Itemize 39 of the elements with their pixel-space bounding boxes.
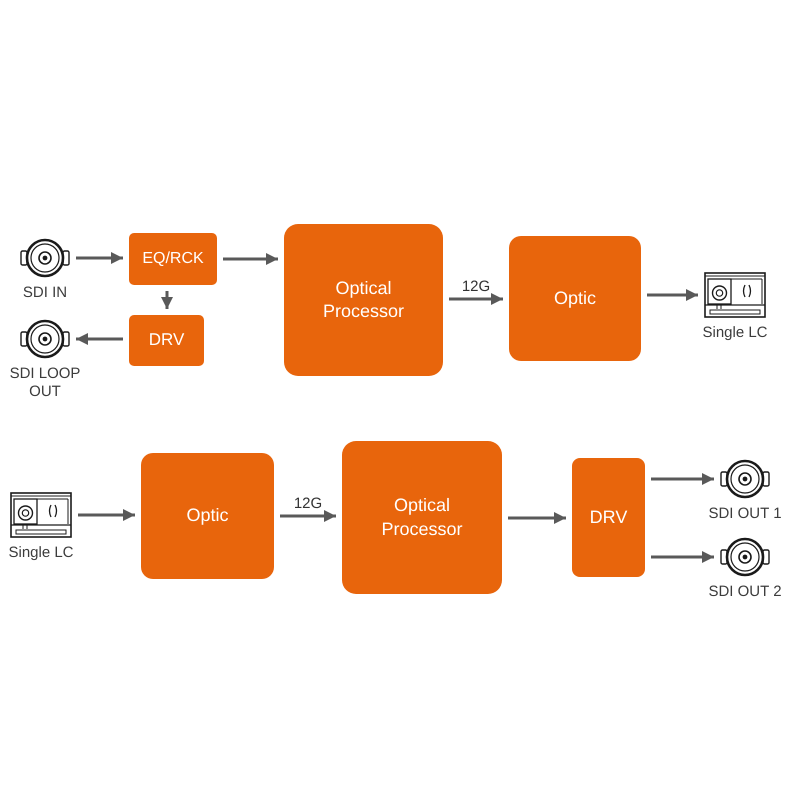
arrow (76, 333, 123, 345)
process-block (129, 233, 217, 285)
connector-label: Single LC (8, 544, 74, 562)
process-block (141, 453, 274, 579)
fiber-connector-icon (10, 492, 72, 538)
process-block (509, 236, 641, 361)
block-label: Optic (186, 504, 228, 528)
bnc-connector-icon (720, 537, 770, 577)
bnc-connector-icon (20, 319, 70, 359)
block-label: Optical Processor (322, 276, 406, 323)
arrow (651, 473, 714, 485)
arrow (449, 293, 503, 305)
arrow (647, 289, 698, 301)
fiber-connector-icon (704, 272, 766, 318)
block-label: DRV (590, 506, 628, 529)
bnc-connector-icon (20, 238, 70, 278)
arrow (651, 551, 714, 563)
process-block (342, 441, 502, 594)
arrow (76, 252, 123, 264)
connector-label: SDI OUT 1 (708, 505, 782, 523)
arrow (78, 509, 135, 521)
block-label: Optical Processor (380, 494, 464, 540)
connector-label: Single LC (702, 324, 768, 342)
process-block (129, 315, 204, 366)
block-label: DRV (148, 329, 184, 352)
process-block (572, 458, 645, 577)
connector-label: SDI LOOP OUT (8, 365, 82, 401)
block-label: Optic (554, 286, 596, 310)
connector-label: SDI IN (22, 284, 68, 302)
connector-label: SDI OUT 2 (708, 583, 782, 601)
edge-label: 12G (294, 496, 322, 512)
bnc-connector-icon (720, 459, 770, 499)
arrow (508, 512, 566, 524)
block-label: EQ/RCK (142, 248, 204, 269)
arrow (223, 253, 278, 265)
arrow (280, 510, 336, 522)
edge-label: 12G (462, 279, 490, 296)
process-block (284, 224, 443, 376)
arrow (161, 291, 173, 309)
